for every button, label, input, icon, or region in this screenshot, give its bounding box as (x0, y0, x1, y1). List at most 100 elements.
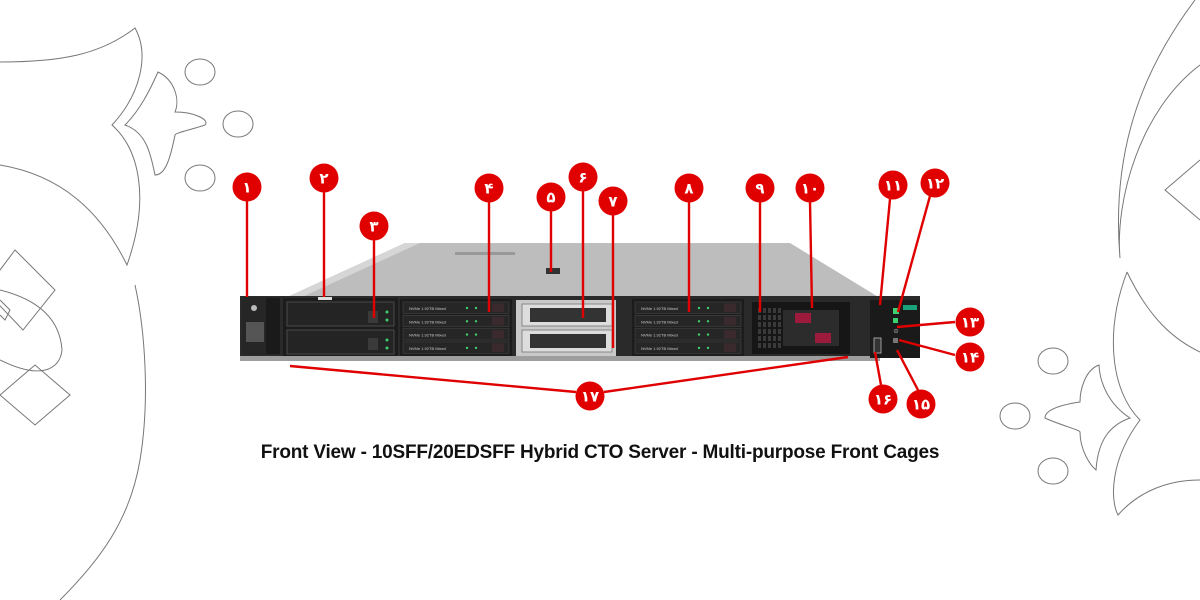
multi-purpose-cage (516, 300, 616, 356)
leader-lines (245, 191, 956, 394)
callout-label: ۱۵ (912, 396, 930, 414)
leader-line-15 (895, 349, 920, 391)
uid-button (893, 338, 898, 343)
callout-14: ۱۴ (955, 342, 985, 372)
callout-marker (575, 381, 605, 411)
callout-12: ۱۲ (920, 168, 950, 198)
diagram-caption: Front View - 10SFF/20EDSFF Hybrid CTO Se… (260, 442, 940, 463)
callout-label: ۵ (546, 189, 555, 207)
edsff-drive[interactable] (634, 341, 742, 354)
ornament-circle (1037, 457, 1069, 485)
edsff-drive[interactable] (402, 314, 510, 328)
ornament-left (0, 27, 254, 600)
release-tab (795, 313, 811, 323)
callout-6: ۶ (568, 162, 598, 192)
vent-panel (752, 302, 850, 354)
callout-2: ۲ (309, 163, 339, 193)
ornament-circle (222, 110, 254, 138)
callout-marker (920, 168, 950, 198)
callout-marker (674, 173, 704, 203)
callout-label: ۷ (608, 193, 617, 211)
callout-11: ۱۱ (878, 170, 908, 200)
callout-marker (878, 170, 908, 200)
callout-1: ۱ (232, 172, 262, 202)
leader-line-11 (878, 198, 892, 306)
callout-label: ۶ (578, 169, 587, 187)
callout-label: ۱۱ (884, 177, 902, 195)
chassis-top-badge (546, 268, 560, 274)
callout-label: ۱ (242, 179, 251, 197)
leader-line-16 (873, 351, 883, 386)
callout-8: ۸ (674, 173, 704, 203)
callout-label: ۱۴ (961, 349, 979, 367)
drive-label: NVMe 1.92TB Mixed (409, 333, 446, 338)
edsff-drive[interactable] (402, 328, 510, 341)
front-control-panel (870, 300, 920, 358)
callout-10: ۱۰ (795, 173, 825, 203)
leader-line-17 (603, 355, 849, 394)
leader-line-12 (896, 195, 932, 313)
ornament-circle (184, 164, 216, 192)
callout-label: ۱۷ (581, 388, 599, 406)
callout-marker (955, 307, 985, 337)
callout-label: ۱۶ (874, 391, 892, 409)
callout-marker (568, 162, 598, 192)
callout-marker (745, 173, 775, 203)
callout-5: ۵ (536, 182, 566, 212)
callout-label: ۹ (755, 180, 764, 198)
drive-label: NVMe 1.92TB Mixed (409, 319, 446, 324)
drive-label: NVMe 1.92TB Mixed (641, 333, 678, 338)
edsff-drive[interactable] (402, 341, 510, 354)
edsff-drive[interactable] (634, 328, 742, 341)
callout-3: ۳ (359, 211, 389, 241)
callout-7: ۷ (598, 186, 628, 216)
callout-marker (906, 389, 936, 419)
callout-marker (359, 211, 389, 241)
health-led (893, 318, 898, 323)
leader-line-13 (896, 320, 956, 329)
drive-label: NVMe 1.92TB Mixed (641, 319, 678, 324)
leader-line-17 (289, 364, 577, 394)
release-tab (815, 333, 831, 343)
callout-17: ۱۷ (575, 381, 605, 411)
edsff-drive[interactable] (402, 301, 510, 314)
ornament-right (999, 0, 1200, 516)
hpe-logo-tab (903, 305, 917, 310)
callout-label: ۲ (319, 170, 328, 188)
callout-label: ۱۰ (801, 180, 819, 198)
usb-port (873, 337, 882, 354)
callout-marker (309, 163, 339, 193)
drive-label: NVMe 1.92TB Mixed (409, 346, 446, 351)
callout-9: ۹ (745, 173, 775, 203)
callout-label: ۱۲ (926, 175, 944, 193)
callout-marker (795, 173, 825, 203)
callout-label: ۳ (369, 218, 378, 236)
drive-label: NVMe 1.92TB Mixed (409, 306, 446, 311)
power-button (893, 308, 899, 314)
callout-marker (474, 173, 504, 203)
callout-marker (868, 384, 898, 414)
drive-label: NVMe 1.92TB Mixed (641, 346, 678, 351)
ornament-circle (184, 58, 216, 86)
sff-drive-cage (283, 297, 398, 356)
callout-label: ۸ (684, 180, 693, 198)
leader-line-14 (898, 338, 956, 357)
ornament-circle (1037, 347, 1069, 375)
callout-16: ۱۶ (868, 384, 898, 414)
edsff-drive[interactable] (634, 314, 742, 328)
callout-label: ۱۳ (961, 314, 979, 332)
ornament-circle (999, 402, 1031, 430)
callout-marker (232, 172, 262, 202)
callout-label: ۴ (484, 180, 493, 198)
drive-label: NVMe 1.92TB Mixed (641, 306, 678, 311)
callout-13: ۱۳ (955, 307, 985, 337)
callout-marker (598, 186, 628, 216)
callout-15: ۱۵ (906, 389, 936, 419)
callout-marker (536, 182, 566, 212)
leader-line-10 (808, 201, 814, 309)
